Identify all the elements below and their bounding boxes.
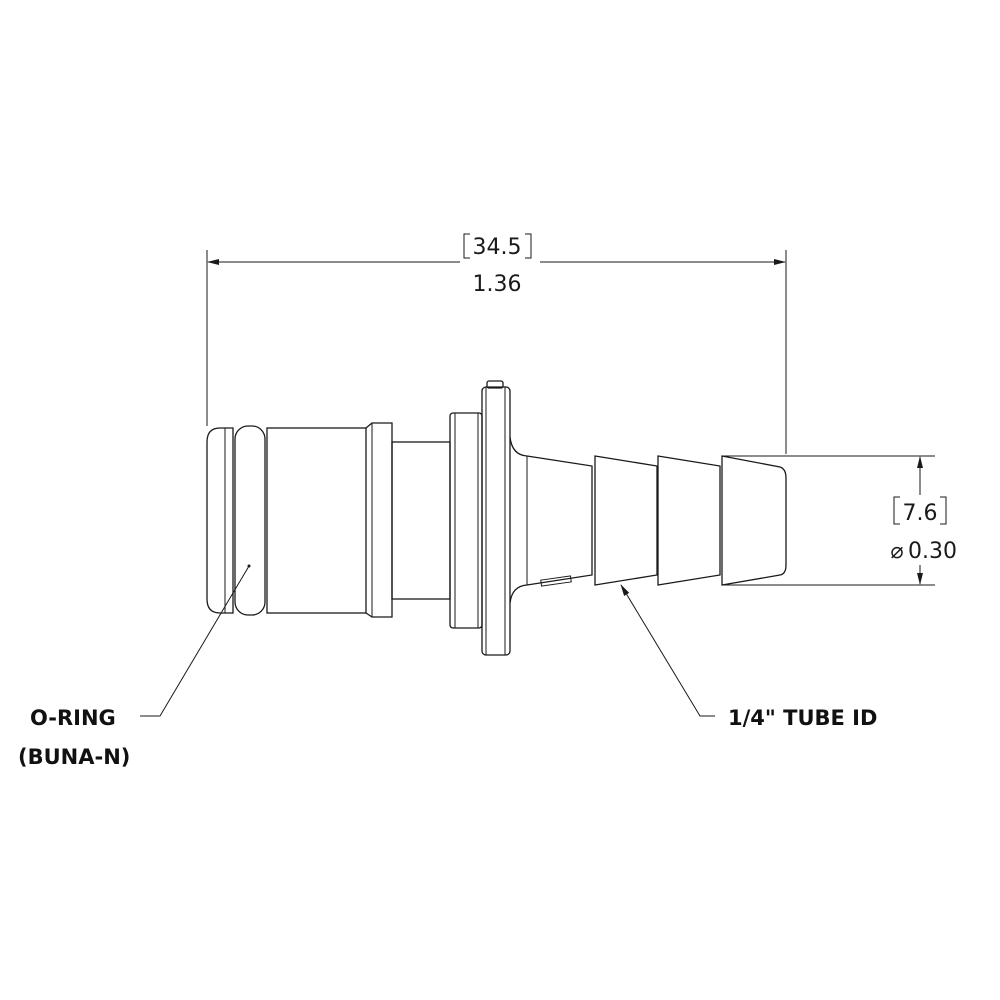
neck [391,441,451,600]
oring-label: O-RING [30,706,116,730]
main-flange [481,386,511,656]
oring-material-label: (BUNA-N) [18,745,130,769]
barb-2 [594,455,658,586]
cone-shoulder [509,436,528,604]
barb-4 [721,455,787,586]
front-cap [206,427,234,614]
tube-callout: 1/4" TUBE ID [620,584,877,730]
body-sleeve [266,427,367,614]
o-ring [234,425,266,616]
barb-3 [657,455,721,586]
length-metric: 34.5 [473,235,522,260]
length-imperial: 1.36 [473,272,522,297]
diameter-imperial: 0.30 [908,539,957,564]
oring-callout: O-RING (BUNA-N) [18,564,251,769]
length-dimension: 34.5 1.36 [206,233,787,454]
fitting-part [206,380,787,656]
barb-1 [526,455,593,586]
diameter-symbol: ⌀ [890,539,903,564]
diameter-metric: 7.6 [903,501,938,526]
flange-nub [486,380,504,389]
collar [365,422,393,618]
tube-id-label: 1/4" TUBE ID [728,706,877,730]
diameter-dimension: 7.6 ⌀ 0.30 [722,455,957,586]
